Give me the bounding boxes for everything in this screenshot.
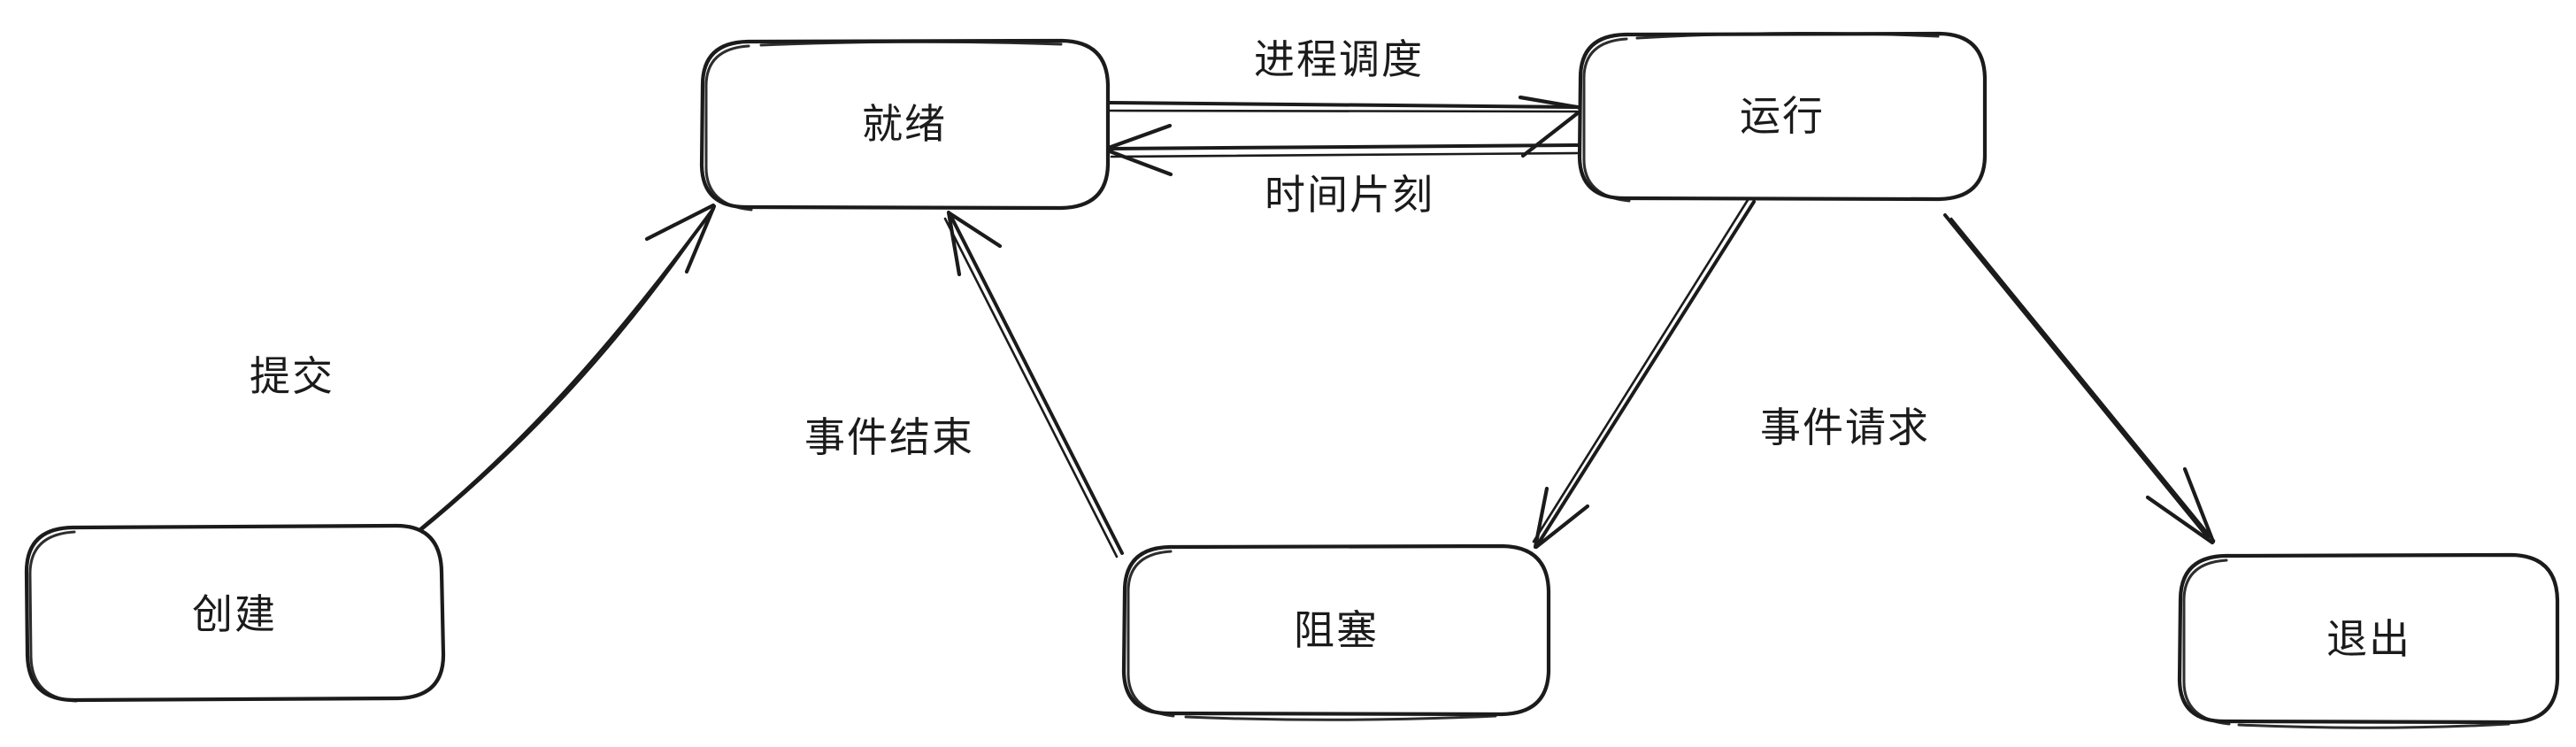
edge-label-running-to-blocked: 事件请求 xyxy=(1760,404,1930,451)
edge-label-text: 进程调度 xyxy=(1254,35,1424,83)
edge-running-to-ready[interactable]: 时间片刻 xyxy=(1103,123,1580,219)
edge-label-text: 事件结束 xyxy=(804,413,974,461)
edge-label-blocked-to-ready: 事件结束 xyxy=(804,413,974,461)
edge-label-ready-to-running: 进程调度 xyxy=(1254,35,1424,83)
node-label-running: 运行 xyxy=(1740,92,1825,140)
node-exit[interactable]: 退出 xyxy=(2177,552,2560,729)
edge-label-text: 事件请求 xyxy=(1760,404,1930,451)
node-ready[interactable]: 就绪 xyxy=(699,38,1111,212)
edge-ready-to-running[interactable]: 进程调度 xyxy=(1106,35,1586,158)
edge-label-text: 提交 xyxy=(250,352,334,400)
node-running[interactable]: 运行 xyxy=(1577,31,1988,203)
edge-label-create-to-ready: 提交 xyxy=(250,352,334,400)
edge-label-running-to-ready: 时间片刻 xyxy=(1265,171,1434,219)
node-create[interactable]: 创建 xyxy=(24,523,446,703)
edge-create-to-ready[interactable]: 提交 xyxy=(250,203,717,536)
node-label-exit: 退出 xyxy=(2326,615,2411,663)
edge-label-text: 时间片刻 xyxy=(1265,171,1434,219)
edge-running-to-blocked[interactable]: 事件请求 xyxy=(1532,198,1930,550)
node-label-ready: 就绪 xyxy=(862,100,947,148)
edge-running-to-exit[interactable] xyxy=(1943,213,2216,545)
node-blocked[interactable]: 阻塞 xyxy=(1121,543,1551,721)
node-label-blocked: 阻塞 xyxy=(1294,606,1379,654)
node-label-create: 创建 xyxy=(192,590,277,638)
edge-blocked-to-ready[interactable]: 事件结束 xyxy=(804,210,1124,558)
